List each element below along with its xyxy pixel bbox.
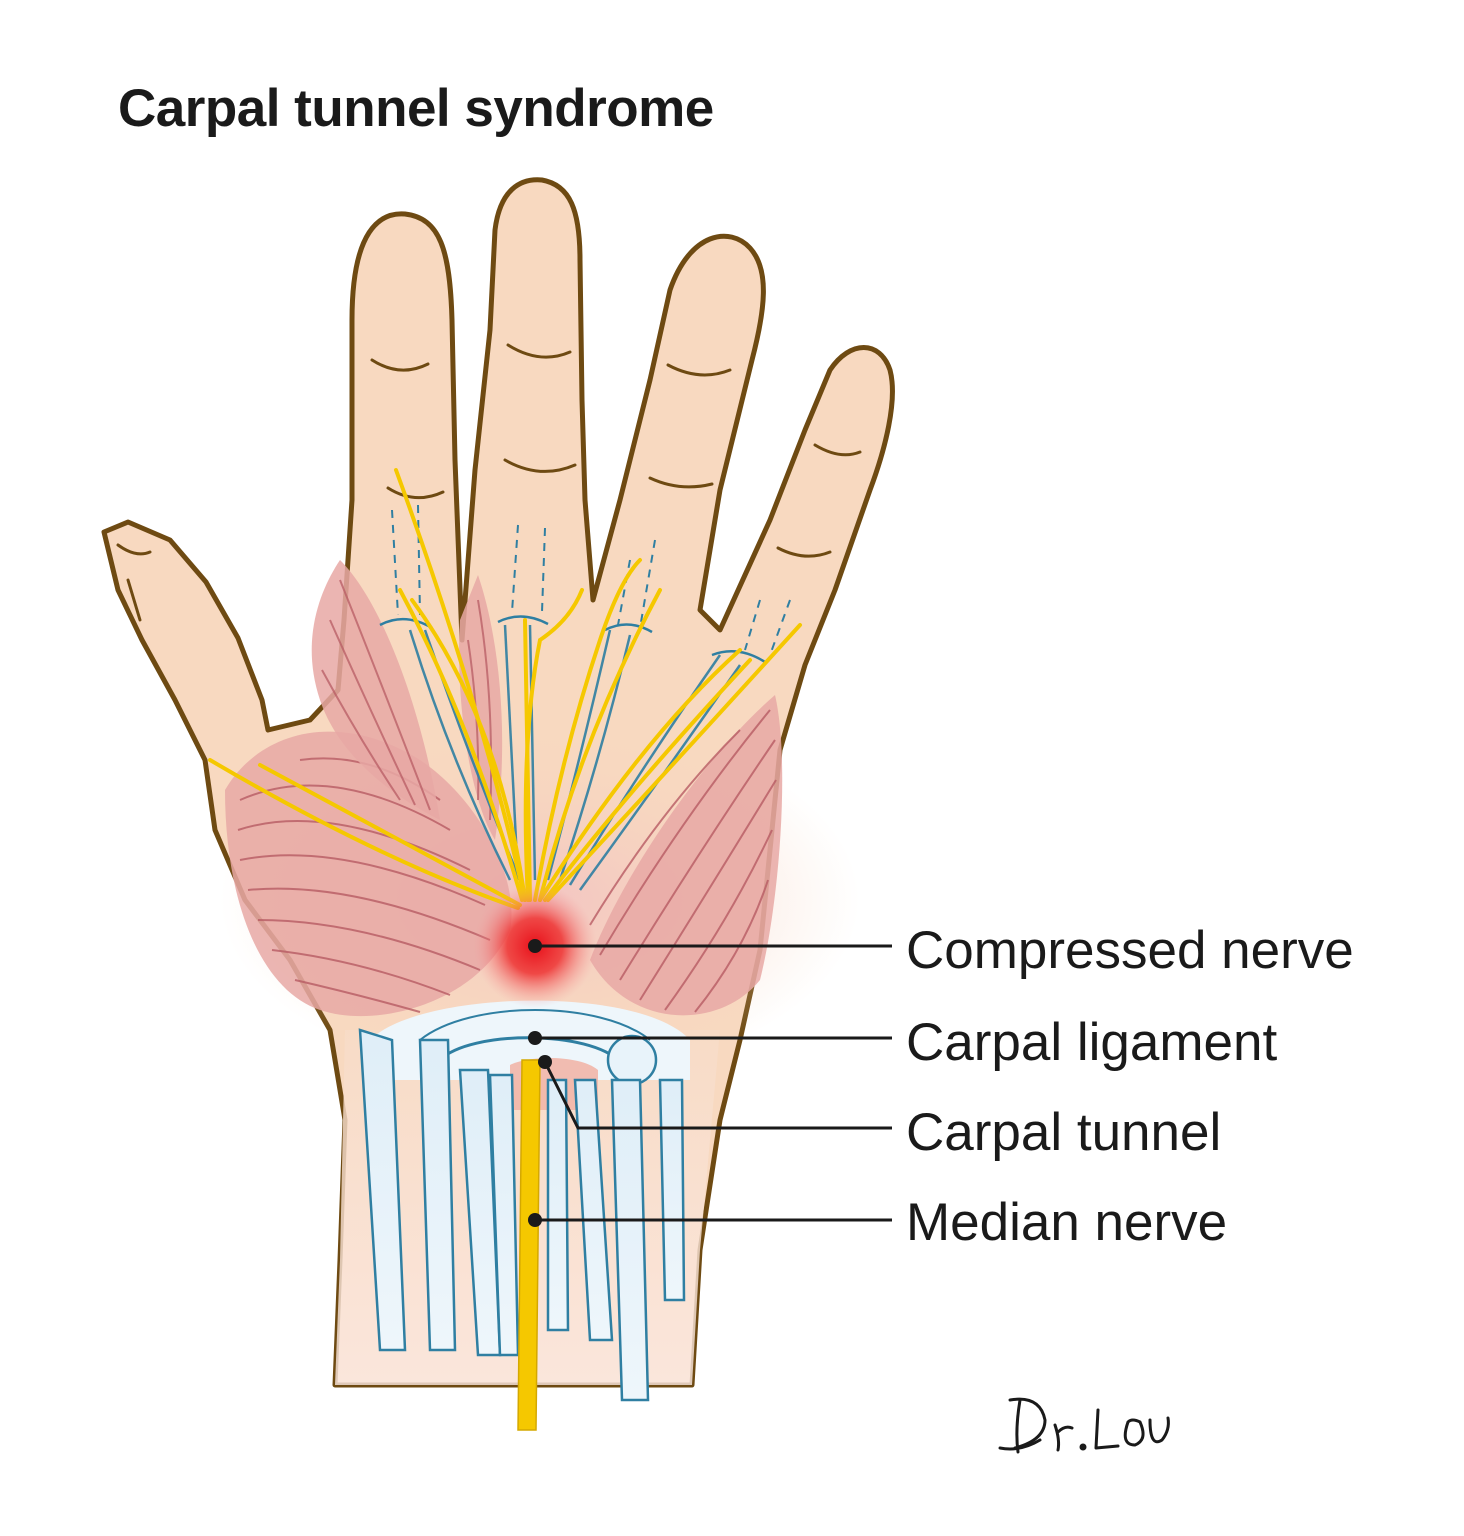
signature: [998, 1397, 1170, 1454]
diagram-title: Carpal tunnel syndrome: [118, 79, 714, 138]
wrist-tendons: [358, 1028, 686, 1402]
leader-lines: [535, 944, 892, 1222]
nerve-branches: [208, 468, 802, 910]
median-nerve: [517, 1059, 541, 1431]
hypothenar-muscle: [589, 695, 783, 1016]
leader-dots: [528, 939, 552, 1227]
finger-nerve-dashes: [391, 504, 791, 656]
leader-carpal-tunnel: [543, 1061, 892, 1130]
label-median-nerve: Median nerve: [906, 1193, 1228, 1252]
label-carpal-ligament: Carpal ligament: [906, 1013, 1278, 1072]
palm-muscles: [311, 560, 503, 840]
finger-creases: [116, 343, 862, 622]
label-carpal-tunnel: Carpal tunnel: [906, 1103, 1222, 1162]
label-compressed-nerve: Compressed nerve: [906, 921, 1354, 980]
